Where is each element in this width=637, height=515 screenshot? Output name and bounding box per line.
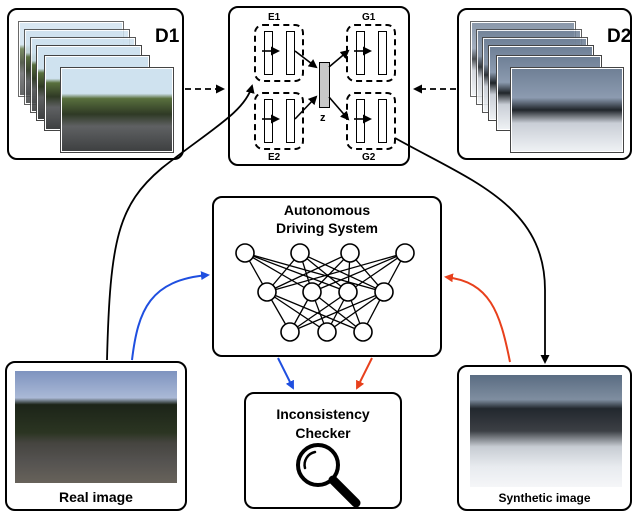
real-image-label: Real image [59,489,133,505]
real-image-box: Real image [5,361,187,511]
ads-to-checker-blue-arrow [277,357,294,390]
checker-title-line1: Inconsistency [276,406,370,422]
latent-z-label: z [320,112,326,124]
d1-dataset-box: D1 [7,8,184,160]
encoder-e1 [254,24,304,82]
e1-layer-2 [286,31,295,75]
ads-to-checker-red-arrow [356,357,373,390]
d1-label: D1 [155,26,180,47]
g1-label: G1 [362,12,376,23]
d1-photo-front [61,68,173,152]
g2-layer-1 [356,99,365,143]
e1-layer-1 [264,31,273,75]
encoder-e2 [254,92,304,150]
d2-dataset-box: D2 [457,8,632,160]
synthetic-image-box: Synthetic image [457,365,632,511]
e2-label: E2 [268,152,281,163]
synthetic-to-ads-arrow [444,273,511,363]
generator-g2 [346,92,396,150]
d2-label: D2 [607,26,632,47]
d2-photo-front [511,68,623,152]
e2-layer-2 [286,99,295,143]
e1-label: E1 [268,12,281,23]
ads-title-line2: Driving System [276,220,378,236]
generator-g1 [346,24,396,82]
checker-box: Inconsistency Checker [244,392,402,509]
real-to-ads-arrow [131,271,210,361]
g2-label: G2 [362,152,376,163]
checker-title-line2: Checker [295,425,351,441]
g1-layer-2 [378,31,387,75]
unit-model-box: E1 E2 G1 G2 z [228,6,410,166]
g2-layer-2 [378,99,387,143]
ads-title-line1: Autonomous [283,202,371,218]
real-image [15,371,177,483]
ads-box: Autonomous Driving System [212,196,442,357]
g1-layer-1 [356,31,365,75]
e2-layer-1 [264,99,273,143]
synthetic-image [470,375,622,487]
synthetic-image-label: Synthetic image [498,491,591,505]
latent-z-bar [319,62,330,108]
